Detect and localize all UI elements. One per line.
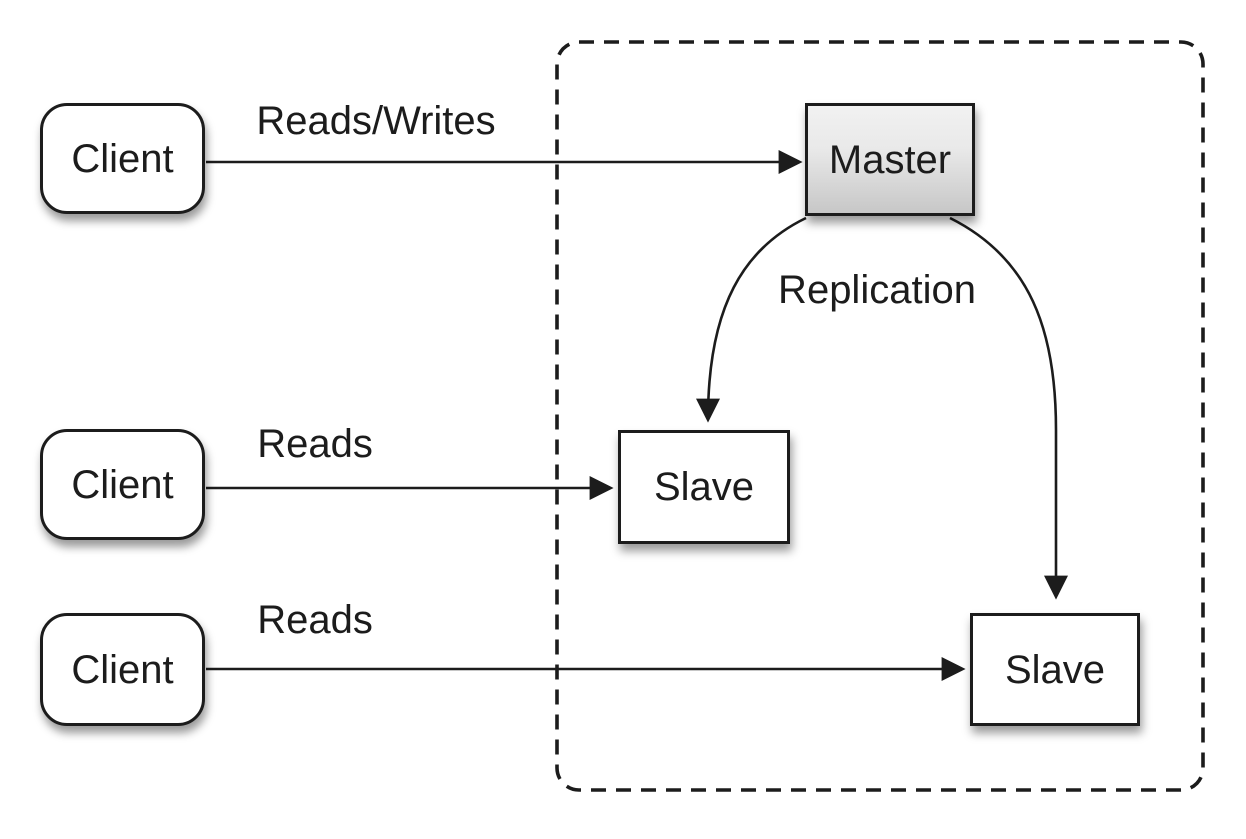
node-label: Client bbox=[71, 462, 174, 507]
master-node: Master bbox=[805, 103, 975, 216]
replication-arrow-right bbox=[949, 216, 1068, 600]
edge-label-reads-middle: Reads bbox=[257, 422, 373, 466]
slave-node-right: Slave bbox=[970, 613, 1140, 726]
edge-label-reads-writes: Reads/Writes bbox=[256, 99, 496, 143]
edge-label-reads-bottom: Reads bbox=[257, 598, 373, 642]
client-node-bottom: Client bbox=[40, 613, 205, 726]
replication-arrow-left bbox=[696, 216, 807, 423]
edge-label-replication: Replication bbox=[778, 268, 976, 312]
node-label: Client bbox=[71, 136, 174, 181]
slave-node-left: Slave bbox=[618, 430, 790, 544]
node-label: Master bbox=[828, 137, 952, 182]
node-label: Slave bbox=[1004, 647, 1106, 692]
replication-cluster-boundary bbox=[555, 40, 1205, 792]
client-node-top: Client bbox=[40, 103, 205, 214]
node-label: Client bbox=[71, 647, 174, 692]
client-node-middle: Client bbox=[40, 429, 205, 540]
node-label: Slave bbox=[653, 465, 755, 509]
